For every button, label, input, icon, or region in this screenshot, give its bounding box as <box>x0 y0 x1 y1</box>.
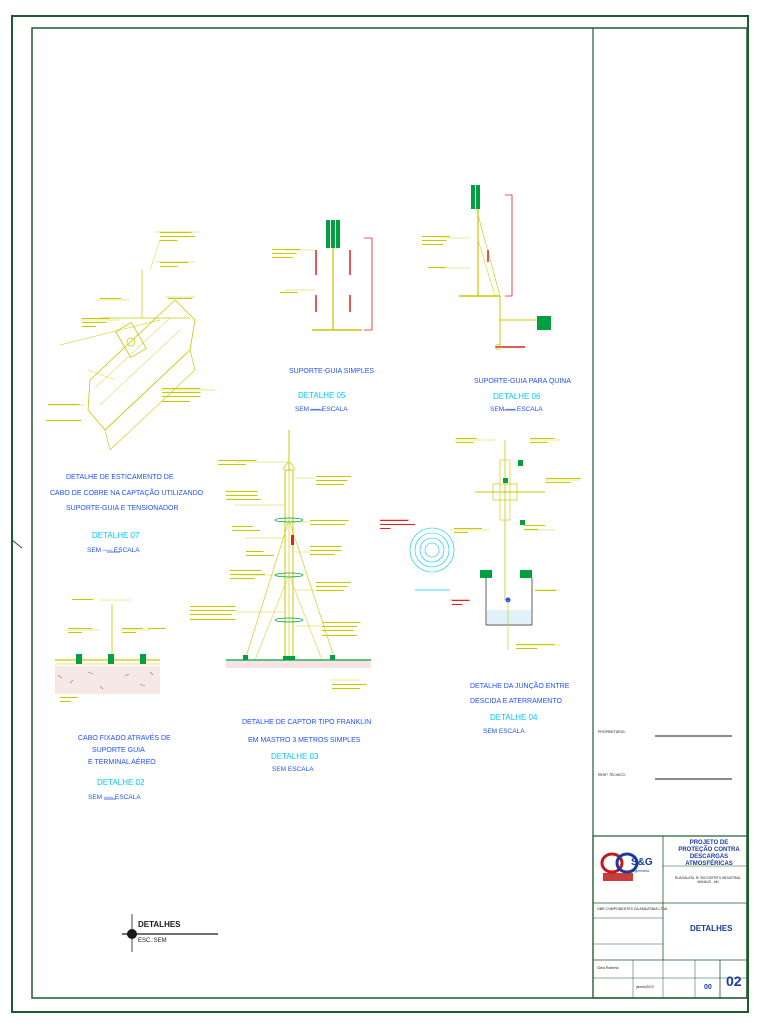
detail-title-line: CABO DE COBRE NA CAPTAÇÃO UTILIZANDO <box>50 490 204 497</box>
detail-id: DETALHE 06 <box>493 392 541 401</box>
revision-number: 00 <box>704 984 712 991</box>
key-title: DETALHES <box>138 920 181 929</box>
company-logo <box>600 852 639 881</box>
detail-scale: SEM ── ESCALA <box>87 547 140 554</box>
detail-title-line: EM MASTRO 3 METROS SIMPLES <box>248 737 361 744</box>
scale-dashes <box>104 409 516 800</box>
company-name: S&G <box>631 857 653 868</box>
detail-scale: SEM ── ESCALA <box>295 406 348 413</box>
detail-title-line: DETALHE DA JUNÇÃO ENTRE <box>470 683 570 690</box>
detail-05-drawing <box>285 220 373 331</box>
detail-02-drawing <box>55 599 160 694</box>
sheet-number: 02 <box>726 973 742 989</box>
detail-key-symbol <box>122 914 218 952</box>
project-title: PROJETO DE PROTEÇÃO CONTRA DESCARGAS ATM… <box>678 840 740 867</box>
inner-border <box>31 27 748 999</box>
detail-07-callouts <box>48 231 215 406</box>
detail-title-line: SUPORTE-GUIA SIMPLES <box>289 368 375 375</box>
detail-title-line: SUPORTE-GUIA PARA QUINA <box>474 378 571 385</box>
tech-label: RESP. TÉCNICO: <box>598 773 626 777</box>
detail-title-line: SUPORTE-GUIA E TENSIONADOR <box>66 505 179 512</box>
detail-title-line: SUPORTE GUIA <box>92 747 145 754</box>
owner-label: PROPRIETÁRIO: <box>598 730 626 734</box>
detail-title-line: DETALHE DE ESTICAMENTO DE <box>66 474 174 481</box>
detail-scale: SEM ESCALA <box>272 766 314 773</box>
detail-06-drawing <box>440 185 551 350</box>
responsible-name: Cleia Roberta <box>597 966 619 970</box>
detail-id: DETALHE 04 <box>490 713 538 722</box>
detail-07-drawing <box>59 239 196 451</box>
binding-notch <box>11 520 23 549</box>
detail-04-drawing <box>380 439 580 650</box>
detail-id: DETALHE 07 <box>92 531 140 540</box>
detail-title-line: DETALHE DE CAPTOR TIPO FRANKLIN <box>242 719 372 726</box>
detail-03-drawing <box>226 430 371 681</box>
detail-id: DETALHE 02 <box>97 778 145 787</box>
detail-title-line: CABO FIXADO ATRAVÉS DE <box>78 735 171 742</box>
sheet-date: janeiro/2019 <box>636 985 654 989</box>
key-scale: ESC.:SEM <box>138 938 167 944</box>
detail-scale: SEM ── ESCALA <box>88 794 141 801</box>
detail-title-line: DESCIDA E ATERRAMENTO <box>470 698 562 705</box>
detail-id: DETALHE 03 <box>271 752 319 761</box>
client-name: OBR COMPONENTES DA AMAZÔNIA LTDA <box>597 907 668 911</box>
sheet-title: DETALHES <box>690 924 733 933</box>
project-address: RUA BALATA, Nº 300 DISTRITO INDUSTRIAL M… <box>674 876 742 885</box>
detail-scale: SEM ── ESCALA <box>490 406 543 413</box>
company-sub: Engenharia <box>631 869 649 873</box>
title-block-grid <box>592 835 748 999</box>
detail-title-line: E TERMINAL AÉREO <box>88 759 156 766</box>
detail-scale: SEM ESCALA <box>483 728 525 735</box>
detail-id: DETALHE 05 <box>298 391 346 400</box>
